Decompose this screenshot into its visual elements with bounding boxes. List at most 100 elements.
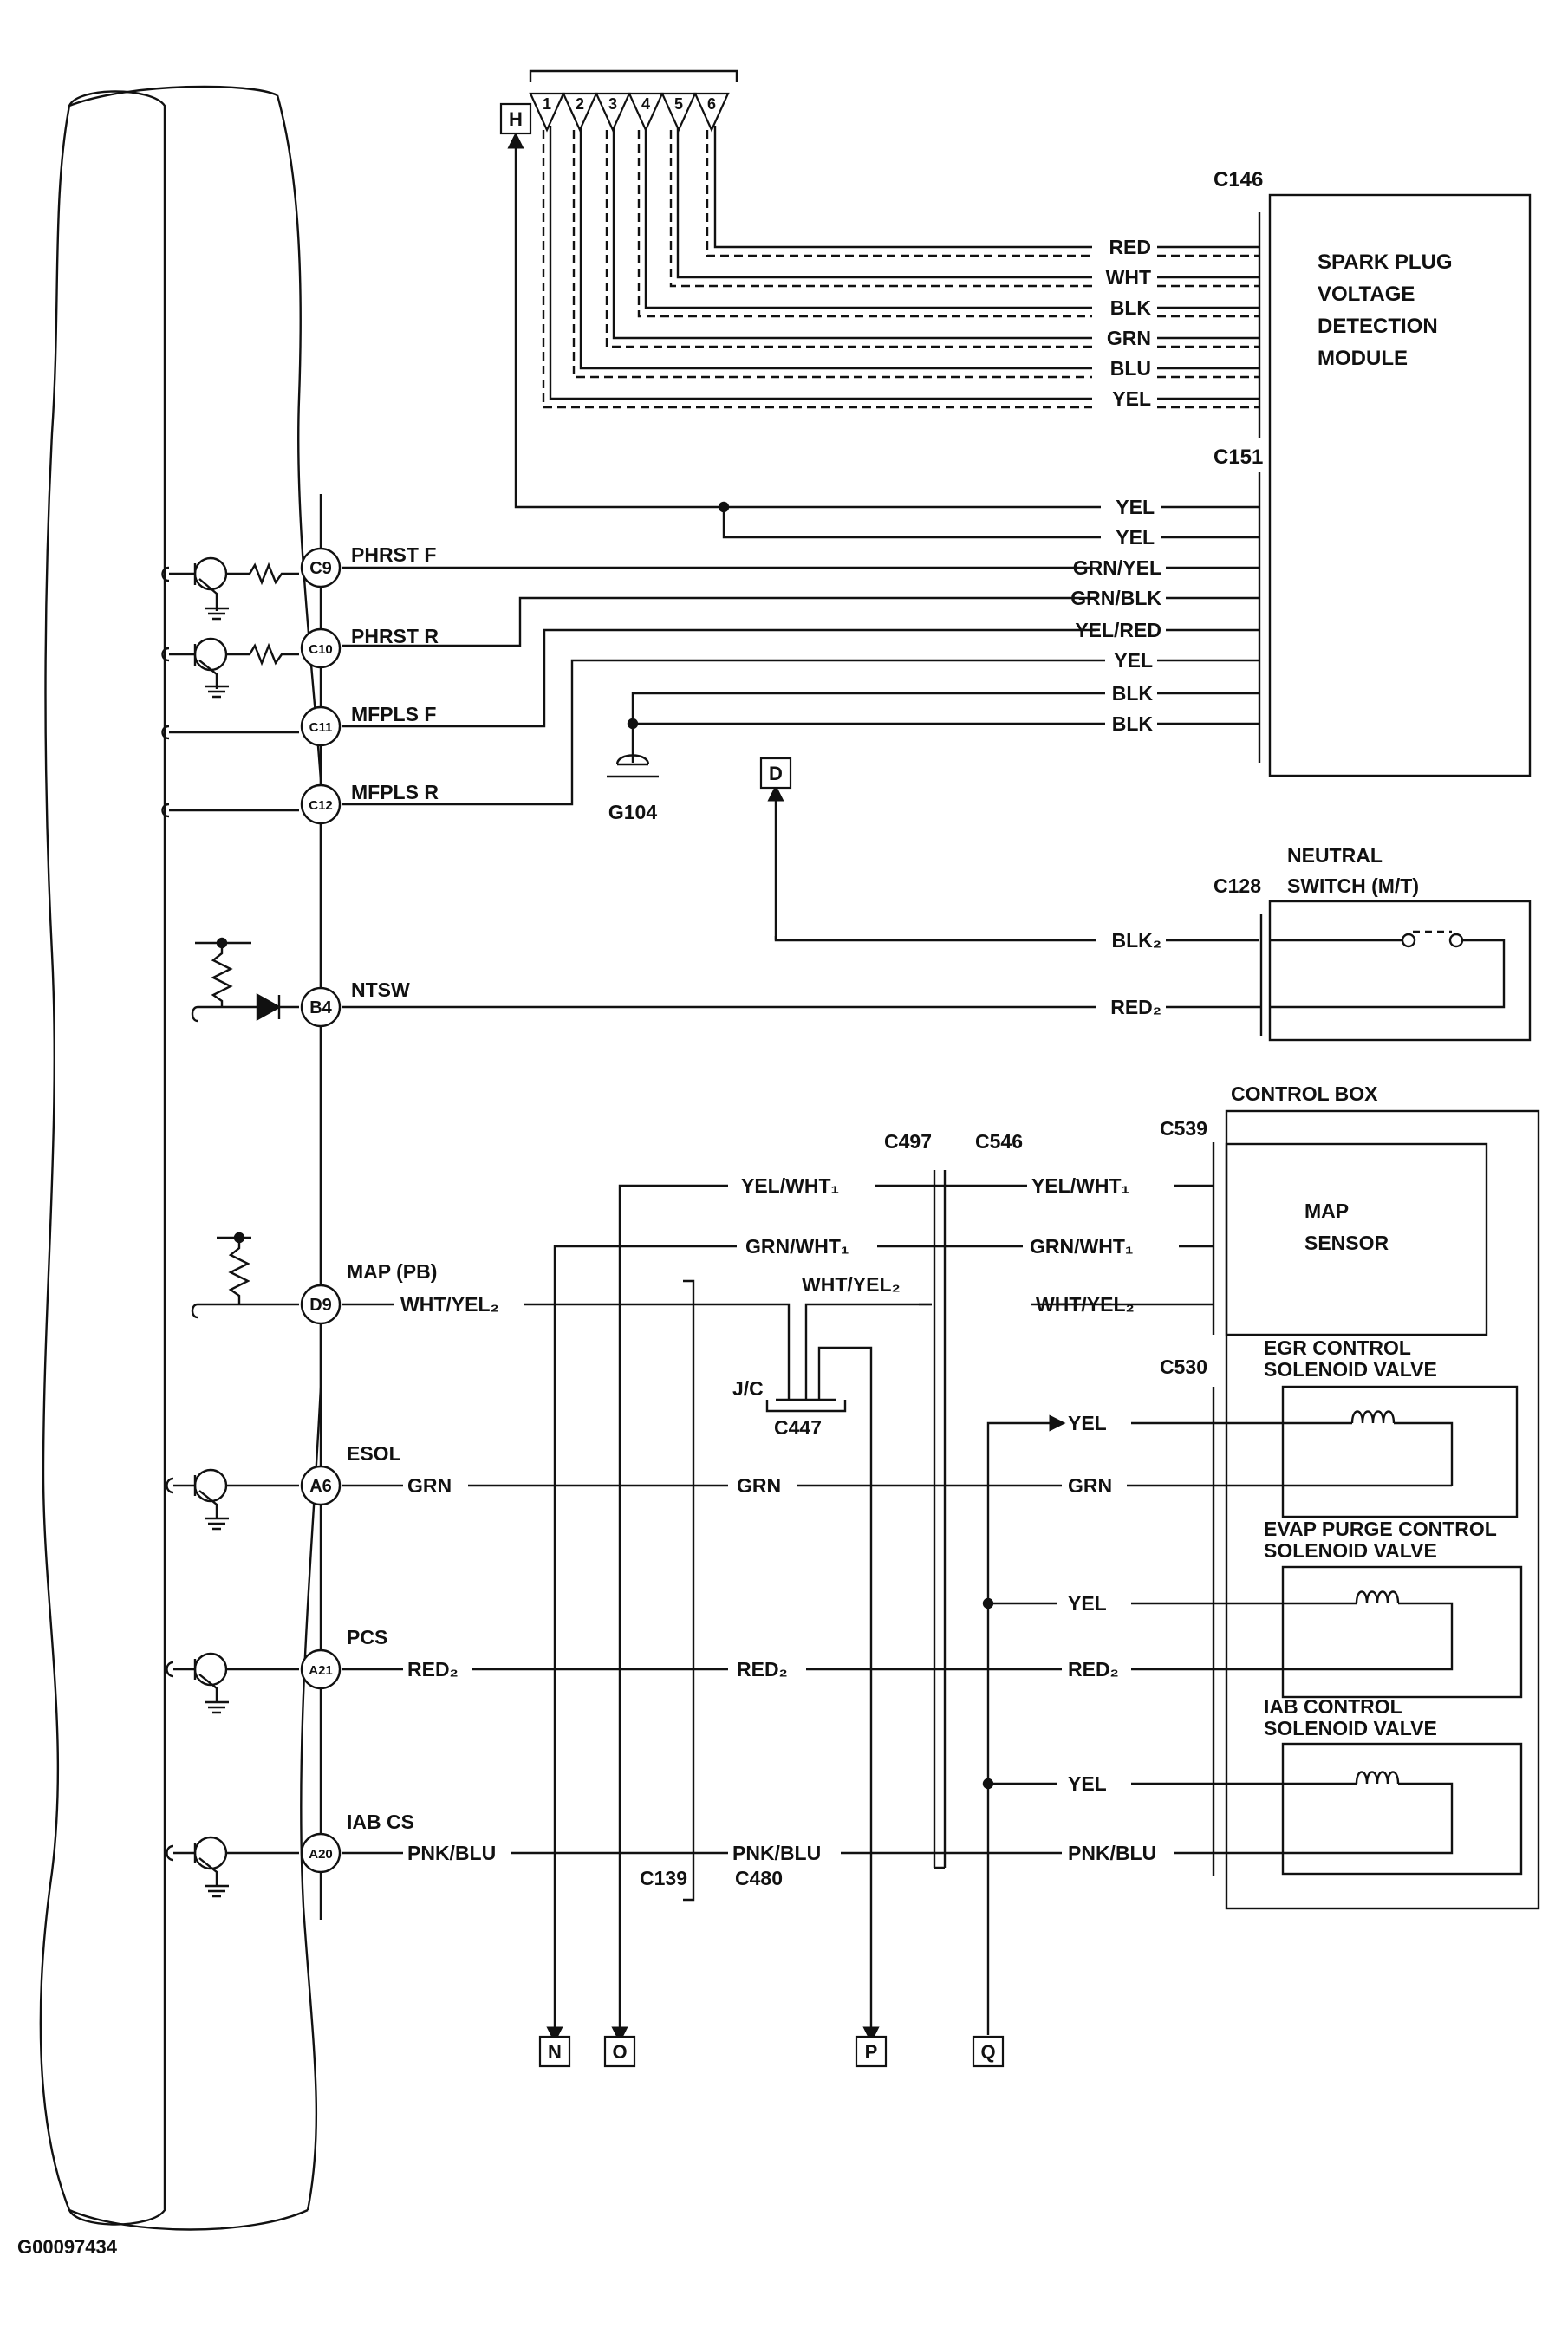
wire-label: GRN/WHT₁ <box>1030 1235 1133 1258</box>
wire-label: PNK/BLU <box>732 1842 821 1864</box>
wire-label: YEL/WHT₁ <box>1031 1174 1129 1197</box>
wire-label: YEL <box>1068 1592 1107 1615</box>
mfpls-f-line <box>161 725 299 740</box>
splice-dot <box>718 501 730 513</box>
neutral-switch-title: NEUTRAL <box>1287 844 1383 867</box>
ref-q-label: Q <box>980 2041 995 2063</box>
pin-label: C12 <box>309 798 333 813</box>
control-box <box>1225 1109 1540 1910</box>
splice-dot <box>982 1597 994 1609</box>
diagram-id: G00097434 <box>17 2236 118 2258</box>
ref-p-box <box>855 2035 888 2068</box>
c447-junction <box>765 1398 847 1413</box>
signal-label: PCS <box>347 1626 387 1648</box>
c480-label: C480 <box>735 1867 783 1889</box>
c151-wire-label: GRN/BLK <box>1070 587 1161 609</box>
c497-label: C497 <box>884 1130 932 1153</box>
wire-label: WHT/YEL₂ <box>400 1293 499 1316</box>
c447-label: C447 <box>774 1416 822 1439</box>
ecm-pin-c10 <box>300 627 342 669</box>
neutral-wire-label: BLK₂ <box>1112 929 1162 952</box>
evap-title: SOLENOID VALVE <box>1264 1539 1437 1562</box>
ecm-top-edge <box>68 85 278 107</box>
map-sensor-title: MAP <box>1304 1200 1349 1222</box>
c146-wire-label: RED <box>1109 236 1151 258</box>
wire-label: RED₂ <box>737 1658 788 1681</box>
map-sensor-title: SENSOR <box>1304 1232 1389 1254</box>
iab-title: IAB CONTROL <box>1264 1695 1402 1718</box>
ecm-pin-c12 <box>300 783 342 825</box>
c146-wire-label: BLU <box>1110 357 1151 380</box>
c146-wire-label: GRN <box>1107 327 1151 349</box>
egr-title: SOLENOID VALVE <box>1264 1358 1437 1381</box>
pin-label: A20 <box>309 1847 333 1862</box>
wire-label: YEL/WHT₁ <box>741 1174 839 1197</box>
signal-label: MAP (PB) <box>347 1260 437 1283</box>
pin-label: C10 <box>309 642 333 657</box>
ecm-pin-c9 <box>300 547 342 588</box>
signal-label: ESOL <box>347 1442 401 1465</box>
plug-number: 1 <box>543 95 551 113</box>
c146-wire-label: BLK <box>1110 296 1152 319</box>
evap-title: EVAP PURGE CONTROL <box>1264 1518 1497 1540</box>
plug-number: 6 <box>707 95 716 113</box>
wire-label: WHT/YEL₂ <box>802 1273 901 1296</box>
ref-p-label: P <box>865 2041 878 2063</box>
spark-module-title: DETECTION <box>1318 315 1438 338</box>
ref-o-box <box>603 2035 636 2068</box>
plug-number: 3 <box>608 95 617 113</box>
c139-connector-bar <box>683 1279 695 1902</box>
signal-label: PHRST F <box>351 543 436 566</box>
iab-coil-icon <box>1213 1771 1454 1855</box>
map-input-circuit <box>191 1232 299 1319</box>
evap-solenoid-box <box>1281 1565 1523 1699</box>
wire-label: RED₂ <box>1068 1658 1119 1681</box>
jc-label: J/C <box>732 1377 764 1400</box>
signal-label: MFPLS R <box>351 781 439 803</box>
phrst-r-transistor <box>161 637 299 699</box>
ref-h-box <box>499 102 532 135</box>
wire-label: YEL <box>1068 1412 1107 1434</box>
g104-label: G104 <box>608 801 657 823</box>
ecm-body-right-edge <box>276 94 322 2211</box>
c128-label: C128 <box>1213 874 1261 897</box>
ecm-pin-b4 <box>300 986 342 1028</box>
spark-module-title: VOLTAGE <box>1318 283 1415 306</box>
c530-label: C530 <box>1160 1356 1207 1378</box>
ref-n-label: N <box>548 2041 562 2063</box>
wire-label: GRN/WHT₁ <box>745 1235 849 1258</box>
pin-label: C11 <box>309 720 333 735</box>
egr-coil-icon <box>1213 1410 1454 1486</box>
neutral-switch-contacts <box>1270 930 1506 1009</box>
pin-label: D9 <box>309 1296 332 1315</box>
neutral-switch-box <box>1268 900 1532 1042</box>
wire-label: GRN <box>1068 1474 1112 1497</box>
signal-label: MFPLS F <box>351 703 436 725</box>
ref-d-box <box>759 757 792 790</box>
c139-label: C139 <box>640 1867 687 1889</box>
pcs-transistor <box>166 1652 299 1714</box>
wire-label: WHT/YEL₂ <box>1036 1293 1135 1316</box>
pin-label: A21 <box>309 1663 333 1678</box>
c539-label: C539 <box>1160 1117 1207 1140</box>
pin-label: C9 <box>309 559 332 578</box>
plug-number: 2 <box>576 95 584 113</box>
c151-wire-label: YEL <box>1116 526 1155 549</box>
ref-h-label: H <box>509 108 523 130</box>
lower-wires <box>342 1184 1452 2044</box>
c146-wire-label: YEL <box>1112 387 1151 410</box>
blk2-wire <box>767 784 1096 942</box>
ecm-pin-d9 <box>300 1284 342 1325</box>
c146-wire-label: WHT <box>1106 266 1151 289</box>
phrst-f-transistor <box>161 556 299 621</box>
esol-transistor <box>166 1468 299 1531</box>
ntsw-input-circuit <box>191 937 299 1023</box>
ref-n-box <box>538 2035 571 2068</box>
wire-label: YEL <box>1068 1772 1107 1795</box>
c151-wire-label: YEL <box>1116 496 1155 518</box>
ecm-pin-a6 <box>300 1465 342 1506</box>
iab-transistor <box>166 1836 299 1898</box>
mfpls-r-line <box>161 803 299 818</box>
plug-terminals <box>529 92 730 133</box>
